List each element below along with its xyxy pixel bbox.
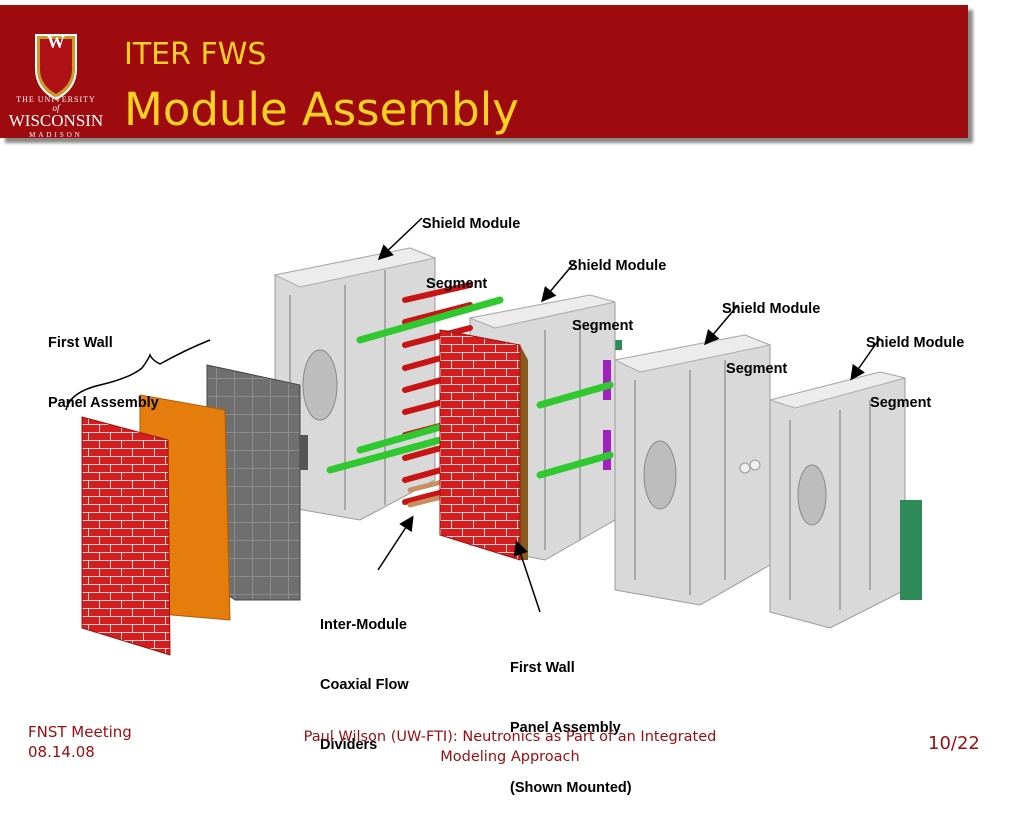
page-number: 10/22 — [928, 733, 980, 754]
label-first-wall-panel-assembly: First Wall Panel Assembly — [48, 293, 159, 433]
label-line: Coaxial Flow — [320, 677, 409, 693]
footer-meeting: FNST Meeting 08.14.08 — [28, 722, 132, 762]
label-line: Dividers — [320, 737, 378, 753]
label-line: Shield Module — [422, 216, 521, 232]
first-wall-mounted — [439, 329, 528, 561]
assembly-brace — [65, 339, 211, 411]
label-shield-module-4: Shield Module Segment — [866, 293, 964, 433]
label-shield-module-2: Shield Module Segment — [568, 216, 666, 356]
label-line: Panel Assembly — [48, 395, 159, 411]
label-line: (Shown Mounted) — [510, 780, 632, 796]
label-line: Segment — [568, 318, 634, 334]
slide-subtitle: Module Assembly — [124, 83, 519, 136]
slide-title: ITER FWS — [124, 37, 267, 72]
footer-date: 08.14.08 — [28, 743, 95, 761]
module-assembly-diagram — [65, 217, 922, 656]
label-line: Segment — [422, 276, 488, 292]
label-line: Panel Assembly — [510, 720, 621, 736]
title-banner: W THE UNIVERSITY of WISCONSIN MADISON IT… — [0, 5, 968, 139]
footer-meeting-name: FNST Meeting — [28, 723, 132, 741]
label-line: Inter-Module — [320, 617, 407, 633]
label-line: First Wall — [510, 660, 575, 676]
label-line: Shield Module — [866, 335, 965, 351]
logo-line-wisconsin: WISCONSIN — [8, 111, 104, 130]
label-line: Segment — [866, 395, 932, 411]
shield-module-4 — [768, 371, 922, 629]
label-inter-module-dividers: Inter-Module Coaxial Flow Dividers — [320, 575, 409, 775]
logo-line-of: of — [52, 103, 60, 113]
footer-presenter-line1: Paul Wilson (UW-FTI): Neutronics as Part… — [303, 729, 717, 745]
label-line: Segment — [722, 361, 788, 377]
logo-line-university: THE UNIVERSITY — [16, 95, 96, 104]
university-logo: W THE UNIVERSITY of WISCONSIN MADISON — [0, 27, 112, 145]
leader-arrows — [377, 217, 881, 613]
coaxial-flow-dividers — [326, 282, 614, 508]
footer-presenter: Paul Wilson (UW-FTI): Neutronics as Part… — [230, 727, 790, 767]
label-shield-module-1: Shield Module Segment — [422, 174, 520, 314]
shield-module-3 — [600, 334, 772, 606]
label-first-wall-mounted: First Wall Panel Assembly (Shown Mounted… — [510, 618, 632, 818]
label-line: Shield Module — [568, 258, 667, 274]
label-line: Shield Module — [722, 301, 821, 317]
label-line: First Wall — [48, 335, 113, 351]
footer-presenter-line2: Modeling Approach — [440, 749, 580, 765]
crest-icon — [35, 34, 77, 101]
crest-letter: W — [47, 32, 65, 52]
first-wall-brick-panel — [81, 416, 171, 656]
label-shield-module-3: Shield Module Segment — [722, 259, 820, 399]
logo-line-madison: MADISON — [29, 131, 83, 139]
